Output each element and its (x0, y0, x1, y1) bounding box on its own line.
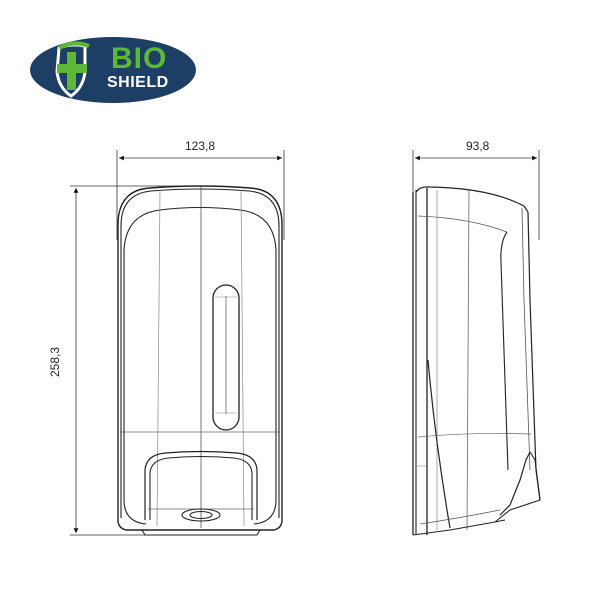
front-height-dimension (70, 185, 205, 536)
front-width-label: 123,8 (185, 139, 216, 153)
side-depth-dimension (412, 150, 540, 240)
front-view (117, 185, 283, 536)
side-depth-label: 93,8 (466, 139, 490, 153)
front-width-dimension (116, 150, 285, 240)
logo-text-bio: BIO (111, 42, 168, 75)
logo-oval-icon (30, 37, 196, 103)
logo-text-shield: SHIELD (107, 74, 169, 91)
bioshield-logo: BIO SHIELD (29, 36, 197, 104)
front-height-label: 258,3 (48, 346, 63, 378)
side-view (412, 186, 541, 536)
